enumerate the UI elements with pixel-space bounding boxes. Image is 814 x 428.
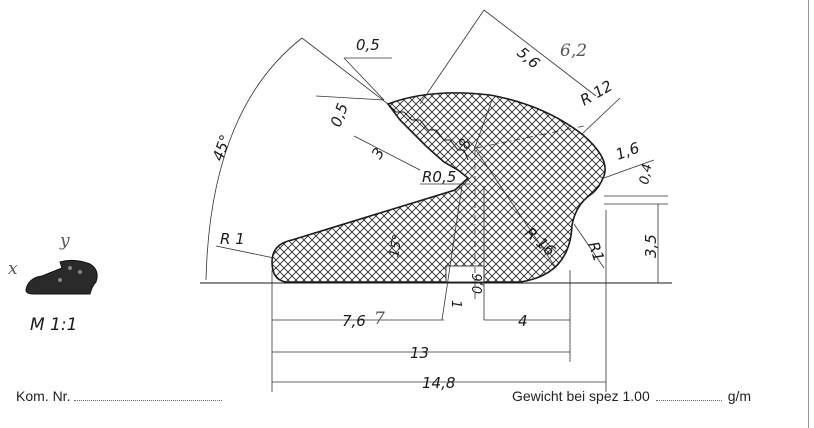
leader-r1-right (573, 223, 605, 269)
ext-line-05-left (315, 95, 385, 101)
dim-r05: R0,5 (422, 168, 456, 186)
page-border (808, 0, 809, 428)
kom-nr-blank (74, 390, 223, 401)
profile-cross-section (271, 92, 606, 283)
dim-r1-right: R1 (584, 239, 608, 264)
dim-7-handwritten: 7 (374, 309, 385, 329)
leader-r1-left (215, 245, 275, 259)
center-line-r12 (475, 125, 585, 149)
construction-line-r16 (475, 149, 557, 269)
profile-silhouette-small (25, 259, 98, 295)
dim-4: 4 (518, 312, 528, 330)
dim-r12: R 12 (577, 77, 616, 110)
ext-line-45 (301, 37, 389, 105)
kom-nr-label: Kom. Nr. (16, 388, 71, 404)
dim-line-56 (483, 9, 597, 97)
dim-line-3 (353, 135, 421, 171)
dim-1: 1 (448, 300, 463, 308)
axis-y-label: y (59, 231, 70, 251)
dim-line-16 (603, 159, 655, 179)
ext-line-56 (419, 9, 485, 105)
dim-62-handwritten: 6,2 (560, 41, 587, 61)
kom-nr-field: Kom. Nr. (16, 388, 223, 404)
dim-05-top: 0,5 (356, 36, 380, 54)
dim-3: 3 (368, 145, 388, 162)
dim-148: 14,8 (422, 374, 455, 392)
dim-56: 5,6 (513, 43, 543, 72)
gewicht-blank (655, 390, 722, 401)
gewicht-label: Gewicht bei spez 1.00 (512, 388, 650, 404)
serrated-edge (387, 103, 469, 161)
dim-16: 1,6 (613, 139, 642, 164)
dim-06: 0,6 (471, 273, 486, 294)
leader-r12 (581, 97, 621, 135)
dim-76: 7,6 (342, 312, 366, 330)
dim-05-left: 0,5 (327, 101, 352, 130)
ext-line-05-top (343, 57, 385, 101)
dim-35: 3,5 (642, 234, 660, 258)
dim-04: 0,4 (637, 163, 655, 186)
dim-angle-15: 15° (387, 233, 406, 258)
axis-x-label: x (8, 259, 18, 279)
dim-r1-left: R 1 (220, 230, 245, 248)
scale-label: M 1:1 (30, 315, 77, 335)
gewicht-unit: g/m (727, 388, 752, 404)
construction-line-15deg (441, 185, 463, 321)
arc-45 (205, 37, 303, 281)
dim-13: 13 (410, 344, 429, 362)
gewicht-field: Gewicht bei spez 1.00 g/m (512, 388, 751, 404)
dim-line-8 (473, 99, 493, 151)
